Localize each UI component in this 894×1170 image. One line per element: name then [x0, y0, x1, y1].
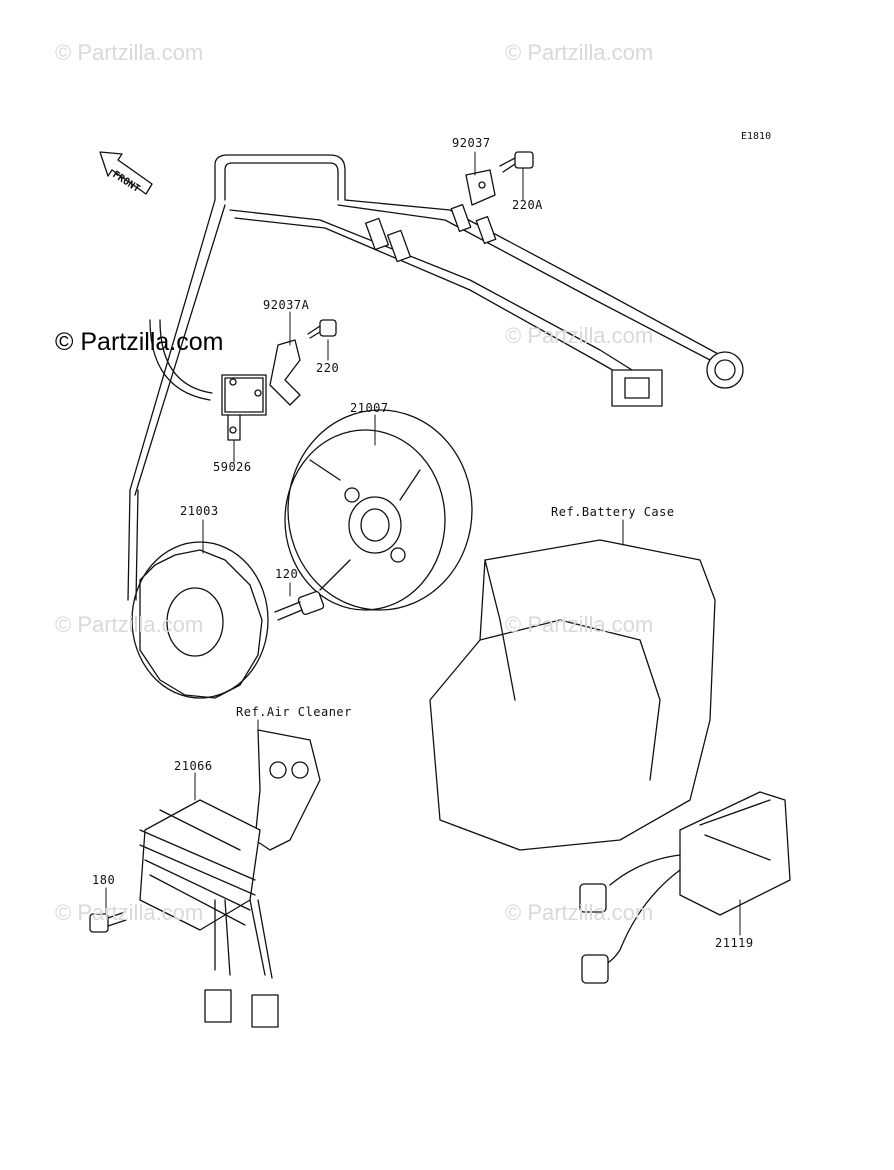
watermark: © Partzilla.com [55, 612, 204, 637]
bolt-120 [274, 590, 325, 621]
part-label-220A[interactable]: 220A [512, 198, 543, 212]
part-label-21007[interactable]: 21007 [350, 401, 389, 415]
watermark: © Partzilla.com [505, 612, 654, 637]
bolt-220A [499, 151, 534, 173]
diagram-code: E1810 [741, 131, 772, 142]
clamp-92037A [269, 339, 301, 406]
rotor-21007 [284, 409, 473, 611]
watermark-dark: © Partzilla.com [55, 328, 224, 356]
air-cleaner-bracket [254, 729, 321, 851]
wiring-harness [129, 154, 744, 496]
bolt-220 [307, 319, 337, 339]
battery-case [429, 539, 716, 851]
watermark: © Partzilla.com [505, 323, 654, 348]
watermark: © Partzilla.com [505, 40, 654, 65]
stator-21003 [127, 489, 269, 699]
bolt-180 [89, 911, 127, 933]
relay-21119 [579, 791, 791, 984]
part-label-21119[interactable]: 21119 [715, 936, 754, 950]
part-label-21066[interactable]: 21066 [174, 759, 213, 773]
regulator-rectifier-21066 [139, 799, 279, 1028]
part-label-220[interactable]: 220 [316, 361, 340, 375]
part-label-92037A[interactable]: 92037A [263, 298, 310, 312]
ref-label-air-cleaner: Ref.Air Cleaner [236, 705, 352, 719]
watermark: © Partzilla.com [505, 900, 654, 925]
front-arrow-icon: FRONT [99, 151, 153, 195]
part-label-92037[interactable]: 92037 [452, 136, 491, 150]
pickup-coil-59026 [221, 374, 267, 441]
clamp-92037 [465, 169, 496, 206]
part-label-21003[interactable]: 21003 [180, 504, 219, 518]
watermark: © Partzilla.com [55, 40, 204, 65]
part-label-120[interactable]: 120 [275, 567, 299, 581]
leader-lines [105, 151, 741, 936]
watermark: © Partzilla.com [55, 900, 204, 925]
ref-label-battery-case: Ref.Battery Case [551, 505, 675, 519]
part-label-180[interactable]: 180 [92, 873, 116, 887]
part-label-59026[interactable]: 59026 [213, 460, 252, 474]
